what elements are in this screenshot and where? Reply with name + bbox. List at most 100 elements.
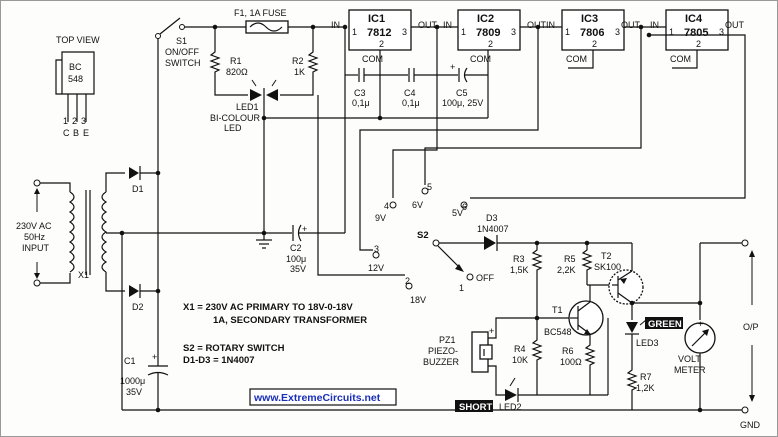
r7-resistor [626,334,638,410]
ic3-part: 7806 [580,27,604,39]
r7-ref: R7 [640,372,652,382]
s2-12v-label: 12V [368,263,384,273]
note-1: X1 = 230V AC PRIMARY TO 18V-0-18V [183,302,353,313]
junction [261,230,267,236]
r3-value: 1,5K [510,265,529,275]
r2-ref: R2 [292,56,304,66]
ic3-ref: IC3 [581,13,598,25]
input-label: INPUT [22,243,50,253]
led3-ref: LED3 [636,338,659,348]
s1-ref: S1 [176,36,187,46]
d3-part: 1N4007 [477,224,509,234]
primary-coil [68,191,75,273]
c3-ref: C3 [354,88,366,98]
r5-ref: R5 [564,254,576,264]
buzzer-plus-wire [488,317,537,339]
c1-rating: 35V [126,387,142,397]
s2-common [432,239,440,247]
c5-value: 100μ, 25V [442,98,483,108]
s2-pos-2-num: 2 [405,276,410,286]
ic4-p2: 2 [696,39,701,49]
s2-pos-6 [460,201,468,209]
ic3-body [561,9,625,51]
ic4-ref: IC4 [685,13,703,25]
led2-diode [505,389,517,401]
led2-ref: LED2 [499,402,522,412]
transistor-pinout: TOP VIEW BC 548 1 2 3 C B E [55,35,100,138]
ic1-ref: IC1 [368,13,385,25]
t1-collector [577,301,591,312]
r6-value: 100Ω [560,357,582,367]
vm-desc2: METER [674,365,706,375]
pin-name-e: E [83,128,89,138]
ic2-ref: IC2 [477,13,494,25]
c5-ref: C5 [456,88,468,98]
short-badge: SHORT [459,402,492,413]
ic1-body [348,9,412,51]
led1-desc: BI-COLOUR [210,113,261,123]
secondary-coil [101,191,108,273]
transformer-ref: X1 [78,270,89,280]
ic3-p3: 3 [615,27,620,37]
r4-resistor [531,318,543,395]
s2-pos-1 [466,273,474,281]
note-3: S2 = ROTARY SWITCH [183,343,285,354]
s2-ref: S2 [417,230,429,241]
ic4-com-wire [672,50,698,69]
buzzer-disc [479,344,493,360]
protection-circuit: D3 1N4007 R3 1,5K R4 10K R5 2,2K T1 BC54… [423,213,761,430]
t2-collector [617,292,633,304]
r6-resistor [584,334,596,395]
rectifier: D1 D2 + C1 1000μ 35V [120,36,745,413]
ic2: IC2 7809 1 3 2 IN OUT COM [443,9,547,118]
rotary-switch-s2: S2 OFF 1 2 18V 3 12V 4 9V 5 6V 6 5V [368,182,494,305]
ic2-part: 7809 [476,27,500,39]
ic1-p3: 3 [402,27,407,37]
s1-desc2: SWITCH [165,58,201,68]
sec-top-wire [105,172,125,192]
notes: X1 = 230V AC PRIMARY TO 18V-0-18V 1A, SE… [183,302,367,366]
s2-pos-2 [405,282,413,290]
pin-name-b: B [73,128,79,138]
s2-9v-label: 9V [375,213,386,223]
c1-plate-bottom [147,371,169,376]
ic2-p2: 2 [488,39,493,49]
regulator-wiring: + C3 0,1μ C4 0,1μ C5 100μ, 25V [317,24,746,276]
d1-diode [129,167,139,179]
ic3-com-wire [568,50,594,69]
s2-pos-6-num: 6 [462,202,467,212]
ic1-p2: 2 [379,39,384,49]
s2-pos-3-num: 3 [374,244,379,254]
buzzer-minus-wire [488,365,505,396]
led1-ray [251,79,257,87]
tap-6v [424,27,642,185]
led1-diode-a [250,89,262,101]
ic2-body [457,9,521,51]
ic4-p1: 1 [669,27,674,37]
pin-num-3: 3 [81,116,86,126]
s2-pos-5 [421,187,429,195]
junction [377,115,383,121]
bc548-body [61,51,95,95]
vm-desc: VOLT [678,354,701,364]
ic1-in: IN [331,20,340,30]
pin-num-1: 1 [63,116,68,126]
ic4-com: COM [670,54,691,64]
r2-value: 1K [294,67,305,77]
ic4-out: OUT [725,20,745,30]
ic1-com: COM [362,54,383,64]
bc548-label-b: 548 [68,74,83,84]
pin-num-2: 2 [72,116,77,126]
s2-pos-3 [372,251,380,259]
ic4-in: IN [650,20,659,30]
r1-value: 820Ω [226,67,248,77]
r6-ref: R6 [562,346,574,356]
voltmeter-arrow [702,329,709,336]
pinout-title: TOP VIEW [56,35,100,45]
t1-ref: T1 [552,305,563,315]
ic3-p1: 1 [565,27,570,37]
led2-ray [509,377,516,387]
ic2-com: COM [470,54,491,64]
ic2-in: IN [443,20,452,30]
